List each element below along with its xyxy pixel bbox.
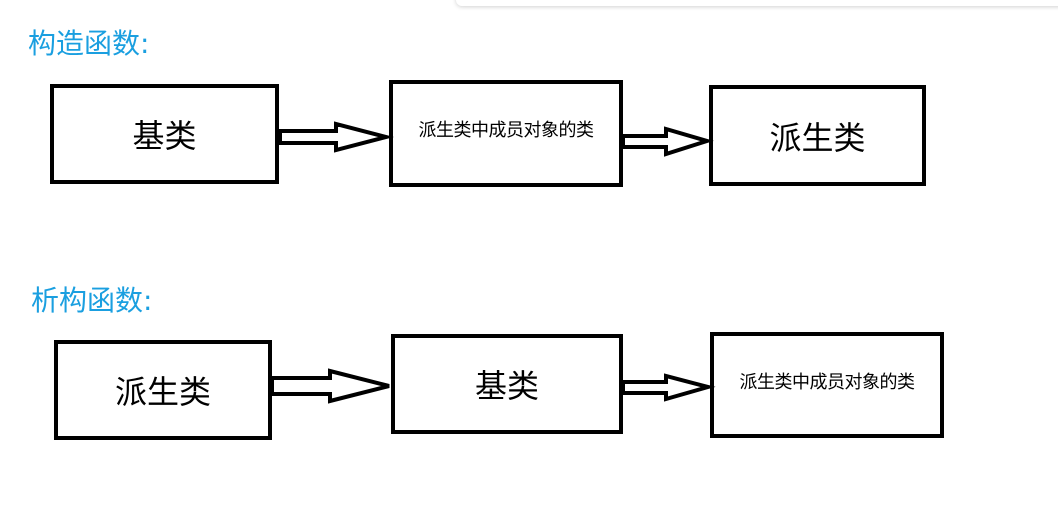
constructor-box-derived-class: 派生类 xyxy=(709,85,926,186)
constructor-arrow-1 xyxy=(278,121,394,153)
top-panel-edge xyxy=(456,0,1058,6)
box-label: 派生类 xyxy=(769,118,866,157)
constructor-box-member-object-class: 派生类中成员对象的类 xyxy=(389,80,623,187)
box-label: 派生类中成员对象的类 xyxy=(739,372,916,393)
destructor-heading: 析构函数: xyxy=(31,284,153,317)
destructor-box-derived-class: 派生类 xyxy=(54,340,272,440)
box-label: 基类 xyxy=(132,117,197,155)
destructor-box-member-object-class: 派生类中成员对象的类 xyxy=(710,332,944,438)
constructor-heading: 构造函数: xyxy=(28,27,150,60)
constructor-arrow-2 xyxy=(621,126,714,157)
box-label: 派生类 xyxy=(114,373,211,411)
destructor-arrow-2 xyxy=(621,373,716,402)
destructor-arrow-1 xyxy=(270,368,390,404)
destructor-box-base-class: 基类 xyxy=(391,334,623,434)
box-label: 基类 xyxy=(474,367,539,405)
constructor-box-base-class: 基类 xyxy=(50,84,279,184)
box-label: 派生类中成员对象的类 xyxy=(418,120,595,141)
